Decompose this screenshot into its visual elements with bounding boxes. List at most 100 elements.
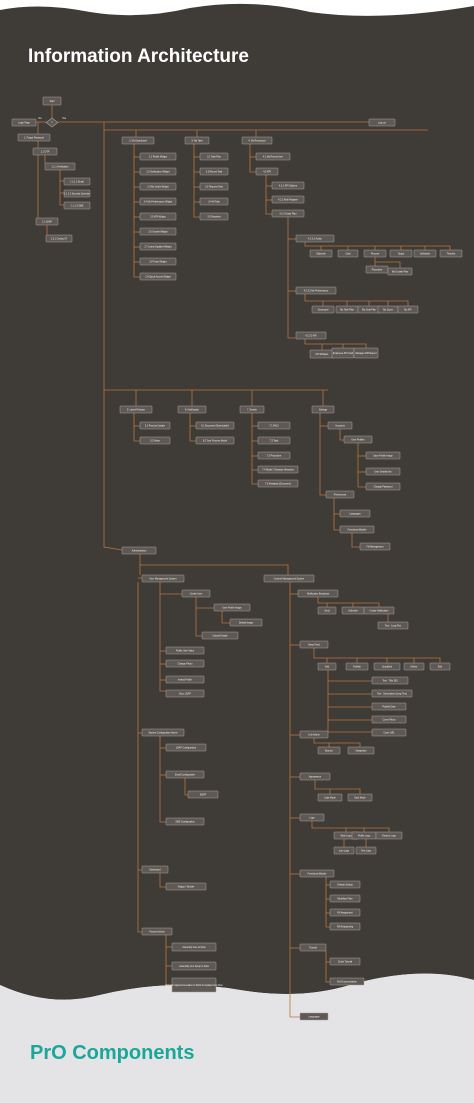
- node-label: Appearance: [309, 776, 322, 779]
- node-box: [165, 882, 207, 891]
- connector-line: [325, 951, 330, 983]
- diagram-node: 1.1.1 Verification: [44, 162, 76, 171]
- node-box: [171, 961, 217, 971]
- node-box: [429, 662, 451, 671]
- node-box: [139, 197, 177, 206]
- diagram-node: Log out: [368, 118, 396, 127]
- diagram-node: Process: [363, 249, 387, 258]
- connector-line: [159, 736, 166, 823]
- node-label: 3.4 All Task: [208, 201, 220, 204]
- node-box: [271, 181, 305, 190]
- node-label: 7.4 Model / Glossary Hierarchy: [262, 469, 294, 472]
- node-label: 5. Latest Release: [127, 409, 146, 412]
- node-label: Languages: [308, 1017, 320, 1019]
- node-box: [139, 436, 171, 445]
- node-label: Scorecard: [318, 309, 329, 312]
- connector-line: [339, 429, 344, 441]
- node-label: Text Logo: [361, 850, 372, 853]
- node-label: Full Documentation: [337, 981, 358, 984]
- node-label: User Details Info: [375, 471, 393, 474]
- node-box: [329, 957, 361, 966]
- diagram-node: Fill Management: [359, 542, 391, 551]
- node-label: 1.1 OTP: [41, 152, 50, 154]
- diagram-node: Publish Date: [371, 702, 407, 711]
- diagram-node: Login Page: [11, 118, 37, 127]
- node-label: 6.1 Document Downloaded: [201, 425, 229, 428]
- diagram-node: 1.1.1.1 Email: [63, 177, 91, 186]
- node-box: [171, 942, 217, 952]
- node-box: [299, 813, 325, 822]
- node-label: ?: [51, 123, 53, 125]
- node-box: [363, 249, 387, 258]
- diagram-node: 4.2.3 Goals Plan: [271, 209, 305, 218]
- diagram-node: Appearance: [299, 772, 331, 781]
- node-box: [353, 347, 379, 359]
- node-label: 6.2 Your Process Model: [203, 440, 228, 443]
- diagram-node: My KPI: [397, 305, 419, 314]
- node-label: SMTP: [200, 795, 207, 797]
- diagram-node: Light Mode: [317, 793, 343, 802]
- node-box: [119, 405, 153, 414]
- diagram-node: Default Setting: [329, 880, 361, 889]
- diagram-node: SMTP: [187, 790, 219, 799]
- node-box: [165, 743, 207, 752]
- node-box: [239, 405, 265, 414]
- node-box: [365, 482, 401, 491]
- diagram-node: System Configuration Admin: [141, 728, 185, 737]
- light-wave-shape: [0, 973, 474, 1103]
- diagram-node: Publish: [345, 662, 369, 671]
- diagram-node: Objective: [309, 249, 333, 258]
- node-label: Process Admin: [149, 931, 165, 934]
- node-label: Notification Broadcast: [307, 593, 330, 596]
- diagram-node: Assembly Line to Flow: [171, 942, 217, 952]
- connector-line: [375, 261, 401, 268]
- diagram-node: 1. Forgot Password: [17, 133, 51, 142]
- node-label: 5.1 Process Update: [145, 425, 166, 428]
- diagram-node: 4.2.3.3 KPI: [295, 331, 327, 340]
- node-box: [199, 197, 229, 206]
- diagram-node: Individual: [413, 249, 437, 258]
- node-label: Administration: [132, 550, 147, 553]
- node-label: 3.2 Recent Task: [206, 171, 223, 174]
- node-box: [329, 894, 361, 903]
- node-box: [63, 189, 91, 198]
- diagram-node: Languages: [299, 1012, 329, 1021]
- node-label: 4.1 My Recent Item: [263, 156, 283, 159]
- diagram-node: 1.2 LDAP: [35, 217, 59, 226]
- node-label: LDAP Configuration: [176, 747, 197, 750]
- decision-diamond: [45, 117, 59, 128]
- diagram-node: News Feed: [299, 640, 329, 649]
- node-label: 6. Notification: [185, 409, 200, 412]
- node-box: [263, 574, 315, 583]
- diagram-node: Goal: [337, 249, 359, 258]
- node-box: [165, 675, 205, 684]
- node-label: Create User: [190, 593, 203, 596]
- node-box: [35, 217, 59, 226]
- diagram-node: Target: [389, 249, 413, 258]
- diagram-node: Bounce: [317, 746, 341, 755]
- diagram-node: ?: [45, 117, 59, 128]
- node-label: Change Password: [374, 486, 393, 489]
- node-box: [177, 405, 207, 414]
- node-box: [195, 436, 235, 445]
- node-box: [297, 589, 339, 598]
- diagram-node: Tutorial: [299, 943, 327, 952]
- connector-line: [351, 533, 360, 548]
- connector-line: [189, 413, 196, 442]
- node-label: Text · Title 300: [383, 680, 399, 683]
- connector-line: [159, 594, 166, 692]
- diagram-node: 6. Notification: [177, 405, 207, 414]
- node-label: 1. Forgot Password: [24, 137, 45, 140]
- node-label: Favicon Logo: [382, 836, 397, 838]
- diagram-node: Unpublish: [373, 662, 401, 671]
- diagram-node: Fill Assignment: [329, 908, 361, 917]
- node-label: 1.1.1.1 Email: [70, 182, 84, 184]
- node-box: [141, 865, 169, 874]
- diagram-node: 4.2.2 Role Register: [271, 195, 305, 204]
- node-box: [359, 542, 391, 551]
- node-box: [329, 977, 365, 986]
- node-label: Sync LDAP: [179, 693, 191, 696]
- diagram-node: Sync LDAP: [165, 689, 205, 698]
